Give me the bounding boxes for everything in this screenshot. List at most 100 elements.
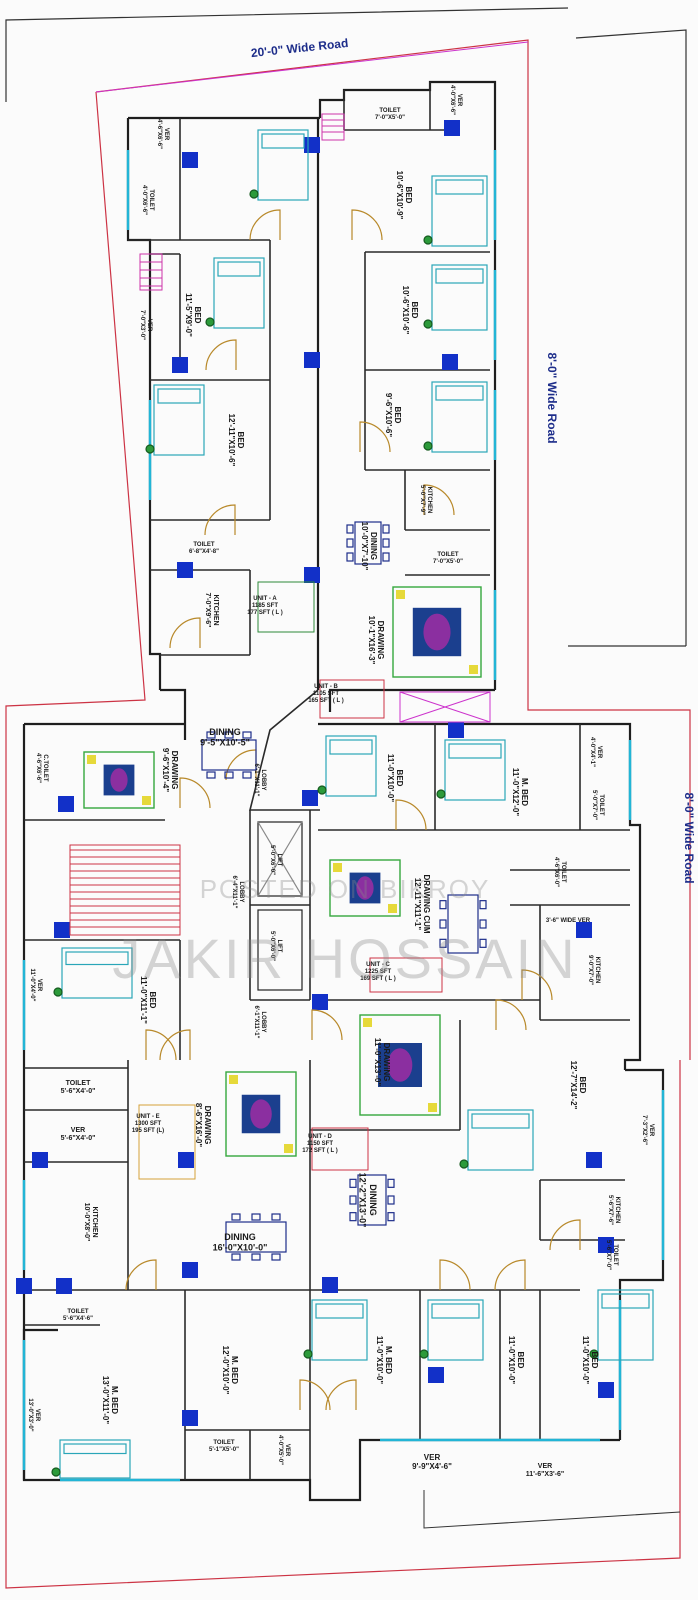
room-label-c-toilet: TOILET5'-0"X7'-0" [591, 790, 604, 820]
chair [387, 1212, 395, 1222]
room-label-d-drawing: DRAWING11'-0"X13'-0" [373, 1038, 391, 1087]
room-label-line: KITCHEN [614, 1197, 620, 1224]
door-swing [395, 799, 427, 831]
column [304, 352, 320, 368]
room-label-line: UNIT - E [136, 1114, 159, 1120]
dining-table [447, 894, 479, 954]
chair [231, 1213, 241, 1221]
room-label-line: DINING [209, 727, 241, 737]
plant [53, 987, 63, 997]
room-label-b-drawing: DRAWING10'-1"X16'-3" [367, 616, 385, 665]
room-label-line: 4'-6"X6'-6" [35, 753, 41, 783]
dining-table [225, 1221, 287, 1253]
room-label-line: BED [236, 432, 245, 449]
cushion [284, 1144, 293, 1153]
plant [423, 235, 433, 245]
room-label-line: VER [596, 746, 602, 759]
chair [271, 1253, 281, 1261]
sofa-set [225, 1071, 297, 1157]
chair [251, 1213, 261, 1221]
bed [431, 175, 488, 247]
room-label-line: 5'-6"X4'-0" [61, 1088, 96, 1095]
room-label-line: 4'-0"X6'-6" [449, 85, 455, 115]
room-label-line: 9'-9"X4'-6" [412, 1462, 452, 1471]
room-label-line: 4'-6"X6'-6" [156, 119, 162, 149]
plant [205, 317, 215, 327]
chair [349, 1212, 357, 1222]
cushion [363, 1018, 372, 1027]
chair [382, 524, 390, 534]
pillow [217, 261, 261, 277]
pillow [157, 388, 201, 404]
room-label-line: 7'-0"X5'-0" [375, 115, 405, 121]
room-label-e-kitchen: KITCHEN10'-0"X8'-0" [83, 1203, 98, 1242]
room-label-line: 9'-6"X10'-4" [161, 748, 170, 793]
chair [242, 731, 252, 739]
plant [249, 189, 259, 199]
column [302, 790, 318, 806]
room-label-line: 7'-0"X9'-6" [204, 593, 211, 628]
chair [206, 771, 216, 779]
room-label-line: 5'-0"X6'-0" [269, 845, 275, 875]
room-label-line: 177 SFT ( L ) [247, 610, 283, 616]
bed [59, 1439, 131, 1479]
column [54, 922, 70, 938]
room-label-d-bed3: BED11'-0"X10'-0" [581, 1336, 599, 1385]
room-label-line: TOILET [612, 1244, 618, 1266]
room-label-c-toilet2: TOILET4'-6"X6'-0" [553, 857, 566, 887]
chair [242, 771, 252, 779]
bed [431, 264, 488, 331]
room-label-line: VER [538, 1463, 552, 1470]
pillow [448, 743, 502, 759]
room-label-line: DRAWING CUM [422, 874, 431, 933]
room-label-line: 9'-0"X7'-0" [587, 955, 593, 985]
room-label-line: 3'-6" WIDE VER [546, 918, 591, 924]
room-label-line: 7'-3"X2'-6" [641, 1115, 647, 1145]
cushion [229, 1075, 238, 1084]
door-swing [179, 777, 211, 809]
room-label-e-drawing2: DRAWING8'-6"X16'-0" [194, 1103, 212, 1148]
room-label-line: LIFT [276, 854, 282, 867]
room-label-line: LOBBY [260, 1012, 266, 1033]
door-swing [495, 999, 527, 1031]
room-label-line: 6'-8"X4'-8" [189, 549, 219, 555]
room-label-line: 6'-1"X11'-1" [253, 764, 259, 797]
room-label-line: 195 SFT (L) [132, 1128, 164, 1134]
chair [224, 771, 234, 779]
unit-area-boxes [138, 581, 443, 1180]
furniture-beds [51, 129, 654, 1479]
column [182, 152, 198, 168]
room-label-line: 4'-0"X4'-1" [589, 737, 595, 767]
chair [439, 919, 447, 929]
sofa-set [329, 859, 401, 917]
room-label-line: BED [590, 1352, 599, 1369]
room-label-c-bed1: BED11'-0"X10'-0" [386, 754, 404, 803]
room-label-line: 5'-1"X5'-0" [209, 1447, 239, 1453]
room-label-line: DRAWING [376, 621, 385, 660]
room-label-line: 10'-6"X10'-6" [401, 286, 410, 335]
room-label-line: UNIT - B [314, 684, 338, 690]
door-swing [494, 1259, 526, 1291]
room-label-line: TOILET [379, 108, 401, 114]
door-swing [311, 1009, 343, 1041]
room-label-line: 11'-5"X9'-0" [184, 293, 193, 337]
room-label-a-ver2: VER7'-0"X3'-0" [139, 310, 152, 340]
column [182, 1410, 198, 1426]
room-label-line: 4'-0"X6'-6" [141, 185, 147, 215]
door-swing [359, 421, 391, 453]
pillow [65, 951, 129, 966]
windows [22, 150, 665, 1482]
room-label-line: 6'-4"X11'-1" [231, 876, 237, 909]
bed [257, 129, 309, 201]
room-label-line: 12'-7"X14'-2" [569, 1061, 578, 1110]
chair [439, 900, 447, 910]
room-label-line: 12'-0"X10'-0" [221, 1346, 230, 1395]
room-label-line: 6'-1"X11'-1" [253, 1006, 259, 1039]
room-label-line: BED [404, 187, 413, 204]
room-label-d-kitchen: KITCHEN5'-6"X7'-6" [607, 1195, 620, 1225]
